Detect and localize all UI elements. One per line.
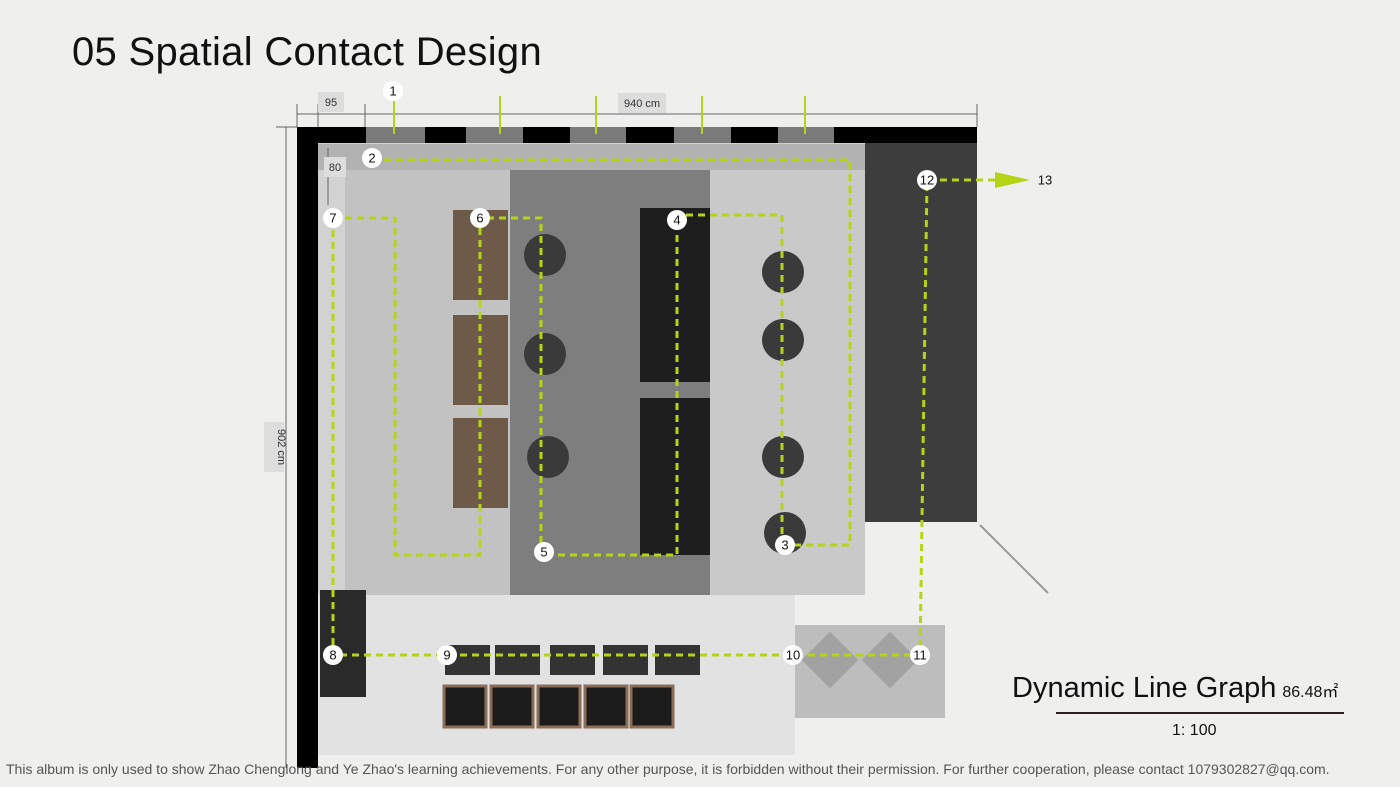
dimension-95: 95 bbox=[325, 97, 337, 109]
svg-text:9: 9 bbox=[443, 648, 450, 663]
point-1: 1 bbox=[383, 81, 403, 101]
page-title: 05 Spatial Contact Design bbox=[72, 30, 542, 74]
black-counters bbox=[640, 208, 710, 555]
legend-title: Dynamic Line Graph bbox=[1012, 672, 1277, 704]
footer-disclaimer: This album is only used to show Zhao Che… bbox=[6, 761, 1330, 777]
svg-text:7: 7 bbox=[329, 211, 336, 226]
point-9: 9 bbox=[437, 645, 457, 665]
svg-text:3: 3 bbox=[781, 538, 788, 553]
svg-text:6: 6 bbox=[476, 211, 483, 226]
point-3: 3 bbox=[775, 535, 795, 555]
exit-arrow-icon bbox=[995, 172, 1030, 188]
dark-block bbox=[865, 143, 977, 522]
appliance-column bbox=[320, 590, 366, 697]
svg-text:4: 4 bbox=[673, 213, 680, 228]
svg-text:5: 5 bbox=[540, 545, 547, 560]
legend-area: 86.48㎡ bbox=[1282, 684, 1339, 701]
dimension-80: 80 bbox=[329, 162, 341, 174]
window-bench bbox=[318, 144, 865, 170]
entry-arrows bbox=[393, 96, 806, 134]
point-7: 7 bbox=[323, 208, 343, 228]
svg-text:10: 10 bbox=[786, 648, 800, 663]
legend-scale: 1: 100 bbox=[1172, 722, 1217, 739]
svg-text:12: 12 bbox=[920, 173, 934, 188]
point-markers: 1 2 3 4 5 6 7 8 9 10 11 12 13 bbox=[323, 81, 1052, 665]
point-10: 10 bbox=[783, 645, 803, 665]
windows bbox=[366, 127, 834, 143]
point-13: 13 bbox=[1038, 173, 1052, 188]
svg-text:8: 8 bbox=[329, 648, 336, 663]
legend-divider bbox=[1056, 712, 1344, 714]
point-12: 12 bbox=[917, 170, 937, 190]
dimension-height: 902 cm bbox=[275, 429, 287, 465]
point-2: 2 bbox=[362, 148, 382, 168]
legend: Dynamic Line Graph 86.48㎡ 1: 100 bbox=[1012, 672, 1372, 739]
svg-text:13: 13 bbox=[1038, 173, 1052, 188]
point-5: 5 bbox=[534, 542, 554, 562]
svg-text:11: 11 bbox=[913, 648, 927, 663]
stoves bbox=[442, 645, 700, 729]
point-11: 11 bbox=[910, 645, 930, 665]
point-6: 6 bbox=[470, 208, 490, 228]
point-8: 8 bbox=[323, 645, 343, 665]
dimension-width: 940 cm bbox=[624, 98, 660, 110]
point-4: 4 bbox=[667, 210, 687, 230]
left-wall bbox=[297, 127, 318, 768]
svg-text:1: 1 bbox=[389, 84, 396, 99]
svg-text:2: 2 bbox=[368, 151, 375, 166]
